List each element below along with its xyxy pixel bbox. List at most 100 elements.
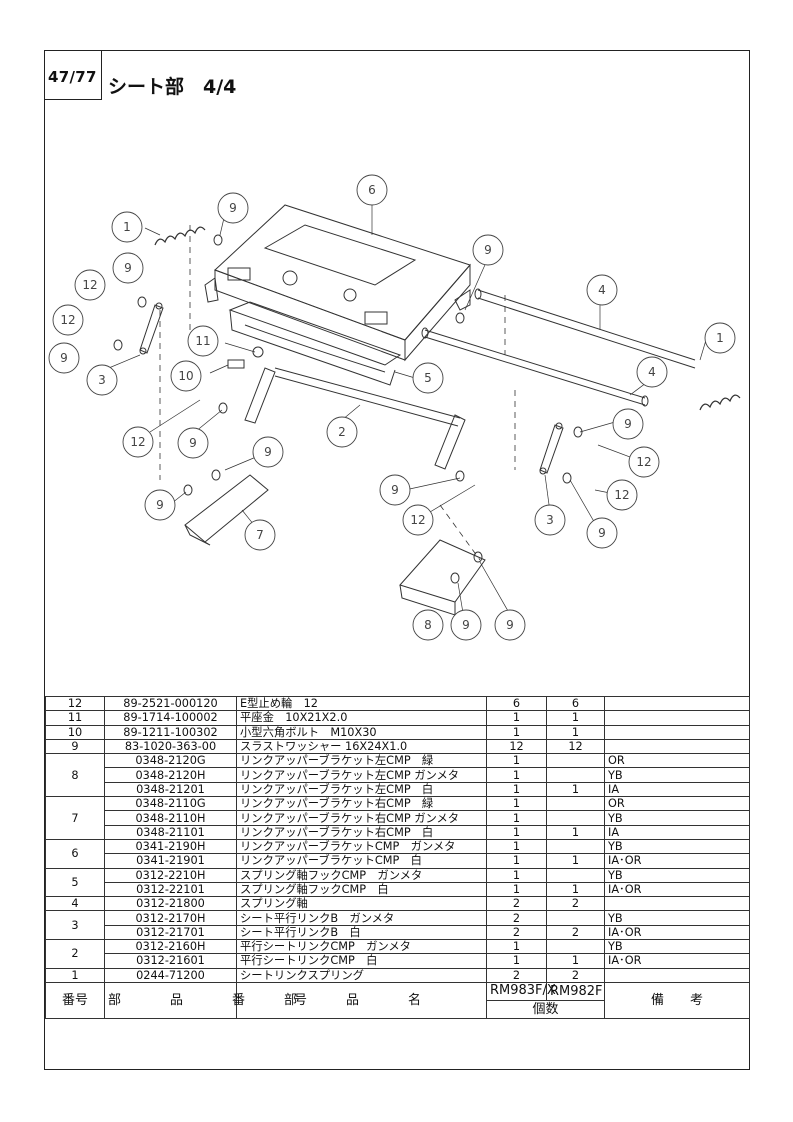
part-number: 0312-21800 — [104, 896, 237, 912]
remarks: IA･OR — [604, 953, 750, 969]
callout-8: 8 — [424, 618, 432, 632]
callout-1: 1 — [123, 220, 131, 234]
qty-1: 1 — [486, 939, 547, 955]
part-number: 0348-2110H — [104, 810, 237, 826]
callout-3: 3 — [98, 373, 106, 387]
part-no: 11 — [45, 710, 105, 726]
part-number: 0341-2190H — [104, 838, 237, 855]
part-name: リンクアッパーブラケット右CMP 緑 — [236, 796, 487, 812]
part-number: 0348-21201 — [104, 781, 237, 798]
remarks: YB — [604, 910, 750, 926]
header-model-1: RM983F/X — [486, 981, 556, 1001]
part-no: 5 — [45, 867, 105, 898]
page-frame — [44, 50, 750, 1070]
remarks: IA･OR — [604, 853, 750, 869]
part-number: 83-1020-363-00 — [104, 738, 237, 755]
part-no: 1 — [45, 967, 105, 983]
page-number: 47/77 — [44, 50, 102, 100]
washer-part-11 — [252, 346, 264, 358]
callout-11: 11 — [195, 334, 210, 348]
table-header: 番号 部 品 番 号 部 品 名 RM983F/X RM982F 備 考 — [45, 981, 750, 1019]
link-part-2 — [244, 367, 466, 470]
callout-2: 2 — [338, 425, 346, 439]
callout-9: 9 — [124, 261, 132, 275]
callout-9: 9 — [189, 436, 197, 450]
qty-1: 1 — [486, 753, 547, 769]
part-number: 89-1211-100302 — [104, 724, 237, 740]
bracket-part-7 — [184, 474, 269, 546]
part-name: リンクアッパーブラケット左CMP ガンメタ — [236, 767, 487, 783]
part-name: シートリンクスプリング — [236, 967, 487, 983]
bolt-part-10 — [227, 359, 245, 369]
part-name: リンクアッパーブラケット左CMP 緑 — [236, 753, 487, 769]
header-part-number: 部 品 番 号 — [104, 981, 307, 1019]
table-header-qty: 個数 — [46, 999, 750, 1019]
remarks: YB — [604, 810, 750, 826]
shaft-part-4 — [421, 288, 696, 407]
part-name: リンクアッパーブラケットCMP ガンメタ — [236, 838, 487, 855]
remarks: YB — [604, 939, 750, 955]
part-number: 0348-2110G — [104, 796, 237, 812]
qty-1: 1 — [486, 767, 547, 783]
callout-6: 6 — [368, 183, 376, 197]
qty-1: 2 — [486, 910, 547, 926]
qty-2 — [546, 939, 605, 955]
qty-1: 2 — [486, 924, 547, 941]
part-name: スラストワッシャー 16X24X1.0 — [236, 738, 487, 755]
callout-9: 9 — [598, 526, 606, 540]
part-no: 12 — [45, 695, 105, 712]
part-no: 3 — [45, 910, 105, 941]
callout-9: 9 — [391, 483, 399, 497]
part-name: リンクアッパーブラケット左CMP 白 — [236, 781, 487, 798]
callout-12: 12 — [130, 435, 145, 449]
part-number: 89-1714-100002 — [104, 710, 237, 726]
part-name: スプリング軸 — [236, 896, 487, 912]
qty-2 — [546, 810, 605, 826]
page-title: シート部 4/4 — [108, 76, 237, 98]
callout-9: 9 — [484, 243, 492, 257]
remarks: IA･OR — [604, 924, 750, 941]
part-name: 平行シートリンクCMP 白 — [236, 953, 487, 969]
callout-9: 9 — [60, 351, 68, 365]
header-no: 番号 — [45, 981, 105, 1019]
part-number: 0312-22101 — [104, 881, 237, 898]
qty-2: 1 — [546, 710, 605, 726]
qty-1: 1 — [486, 881, 547, 898]
washers — [113, 234, 583, 584]
qty-1: 1 — [486, 810, 547, 826]
part-name: スプリング軸フックCMP 白 — [236, 881, 487, 898]
callout-5: 5 — [424, 371, 432, 385]
remarks: OR — [604, 753, 750, 769]
qty-2: 2 — [546, 967, 605, 983]
remarks — [604, 710, 750, 726]
qty-1: 1 — [486, 853, 547, 869]
part-no: 8 — [45, 753, 105, 798]
spring-hook-part-5 — [228, 301, 402, 386]
qty-1: 1 — [486, 838, 547, 855]
remarks: YB — [604, 838, 750, 855]
qty-2: 1 — [546, 824, 605, 840]
remarks — [604, 695, 750, 712]
qty-2: 1 — [546, 953, 605, 969]
part-number: 0348-2120H — [104, 767, 237, 783]
remarks — [604, 967, 750, 983]
qty-1: 1 — [486, 953, 547, 969]
part-number: 0312-2210H — [104, 867, 237, 883]
qty-2 — [546, 796, 605, 812]
remarks — [604, 724, 750, 740]
qty-1: 2 — [486, 967, 547, 983]
qty-2: 1 — [546, 881, 605, 898]
part-number: 0312-21601 — [104, 953, 237, 969]
remarks: OR — [604, 796, 750, 812]
part-number: 0312-2160H — [104, 939, 237, 955]
qty-2: 1 — [546, 724, 605, 740]
callout-12: 12 — [410, 513, 425, 527]
callout-4: 4 — [648, 365, 656, 379]
